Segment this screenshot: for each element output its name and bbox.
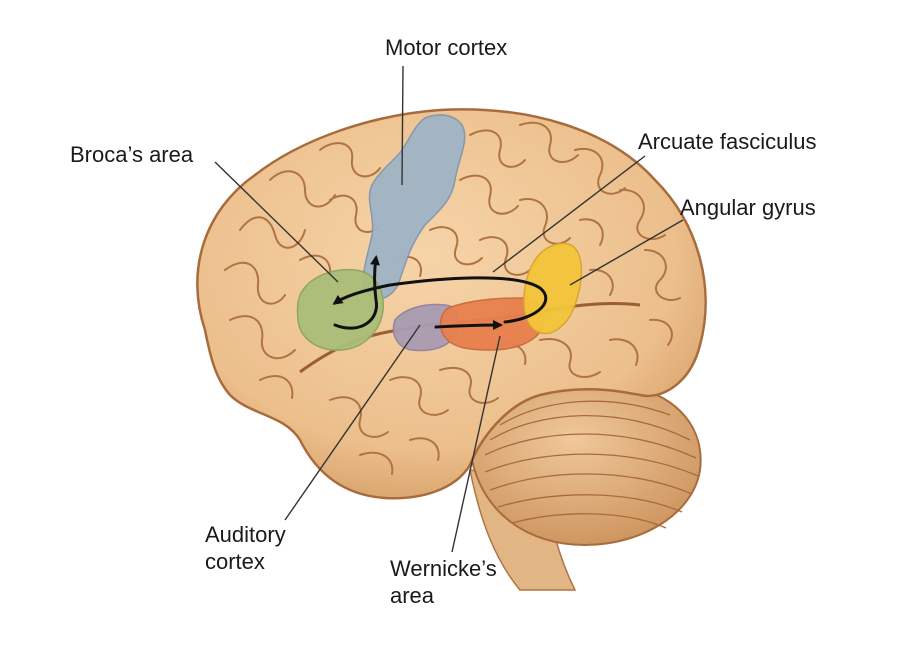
brain xyxy=(196,108,707,591)
leader-line-angular-gyrus xyxy=(569,219,684,286)
leader-line-motor-cortex xyxy=(401,65,404,186)
leader-line-brocas-area xyxy=(214,161,339,283)
wernickes-area-label-line2: area xyxy=(390,583,435,608)
brocas-area-region xyxy=(296,268,384,351)
wernickes-area-label-line1: Wernicke’s xyxy=(390,556,497,581)
auditory-cortex-label-line2: cortex xyxy=(205,549,265,574)
broca-to-motor-arrow xyxy=(333,255,380,330)
arcuate-fasciculus-label: Arcuate fasciculus xyxy=(638,129,817,154)
auditory-cortex-label-line1: Auditory xyxy=(205,522,286,547)
motor-cortex-label: Motor cortex xyxy=(385,35,508,60)
auditory-to-wernicke-arrow xyxy=(434,320,503,331)
auditory-cortex-label: Auditory cortex xyxy=(205,521,286,575)
arcuate-loop-arrow xyxy=(332,276,548,324)
leader-line-arcuate-fasciculus xyxy=(492,155,646,273)
cerebellum xyxy=(468,381,702,547)
gyri-texture xyxy=(224,121,681,475)
wernickes-area-label: Wernicke’s area xyxy=(390,555,497,609)
language-pathway-arrows xyxy=(332,255,548,331)
brocas-area-label: Broca’s area xyxy=(70,142,194,167)
leader-lines xyxy=(214,65,684,553)
leader-line-auditory-cortex xyxy=(284,324,421,521)
leader-line-wernickes-area xyxy=(451,335,501,553)
angular-gyrus-label: Angular gyrus xyxy=(680,195,816,220)
